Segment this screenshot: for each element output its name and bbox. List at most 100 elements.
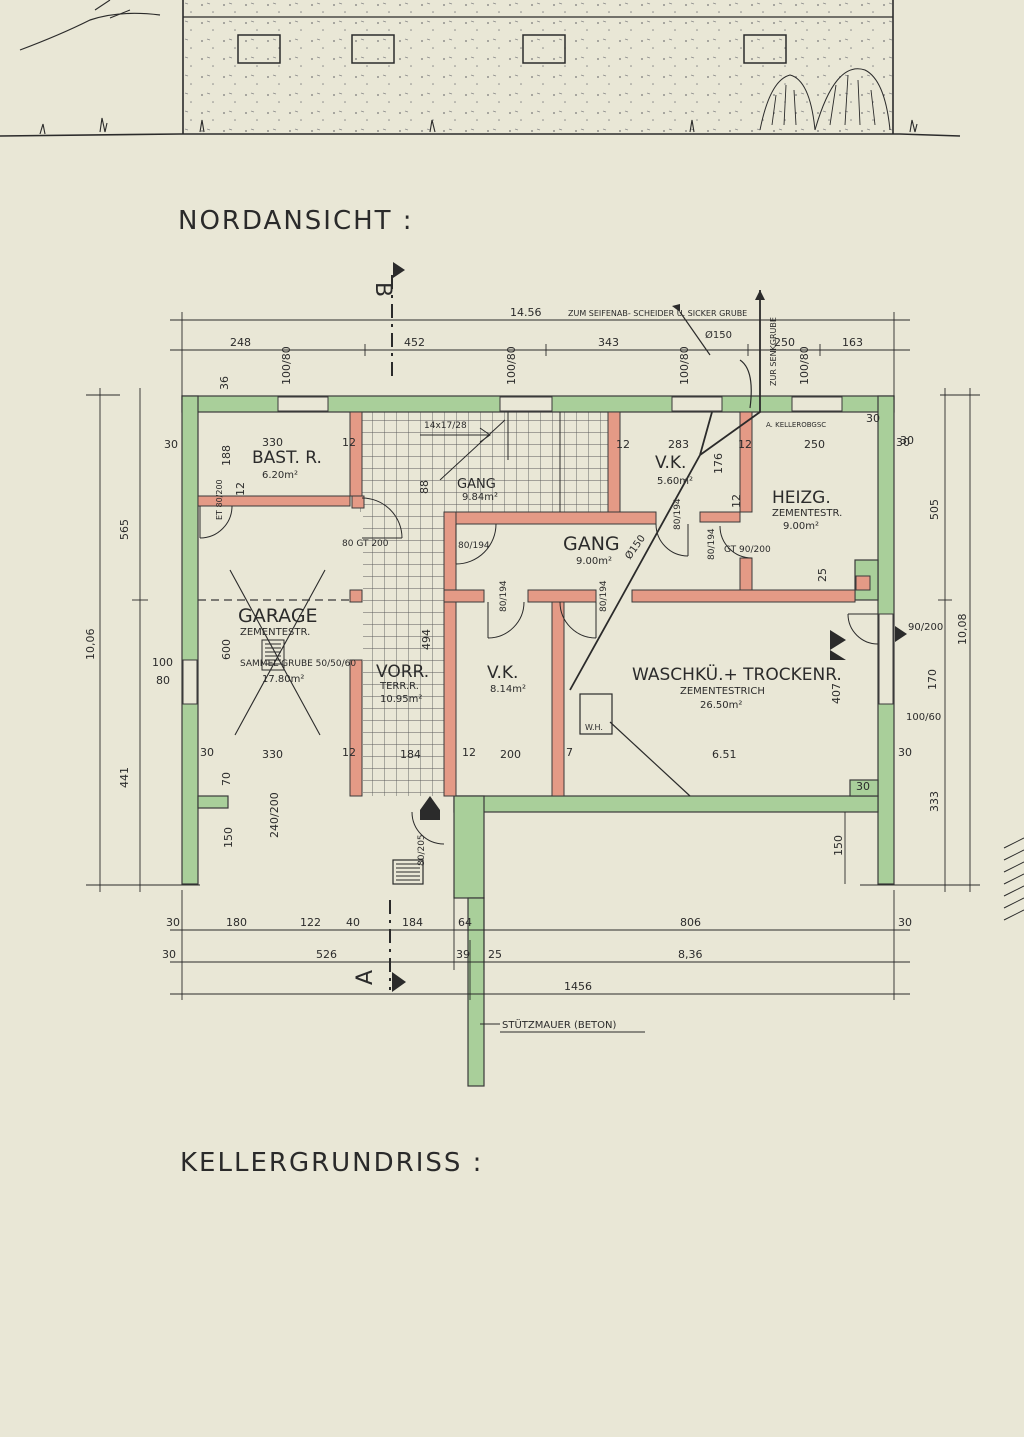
- dim: 70: [220, 772, 233, 786]
- dim: 565: [118, 519, 131, 540]
- dim: 333: [928, 791, 941, 812]
- dim: 39: [456, 948, 470, 961]
- dim: 180: [226, 916, 247, 929]
- dim: 12: [462, 746, 476, 759]
- garage-area: 17.80m²: [262, 674, 304, 685]
- basement-plan: [86, 262, 980, 1087]
- dim: 100/60: [906, 712, 941, 723]
- section-arrow-bottom: [392, 972, 406, 992]
- stair-lines: [420, 412, 561, 512]
- dim: 30: [164, 438, 178, 451]
- dim: 494: [420, 629, 433, 650]
- door-swings: [199, 497, 879, 845]
- section-line: [389, 275, 393, 990]
- north-elevation: [0, 0, 961, 137]
- kellerobgsc-note: A. KELLEROBGSC: [766, 421, 826, 429]
- dim: 14.56: [510, 306, 542, 319]
- dim: 505: [928, 499, 941, 520]
- elevation-title: NORDANSICHT :: [178, 206, 414, 236]
- dim: 30: [166, 916, 180, 929]
- dim: 12: [738, 438, 752, 451]
- dim: 88: [418, 480, 431, 494]
- dim: 30: [200, 746, 214, 759]
- dim: 80/194: [458, 541, 490, 551]
- gang-stair-name: GANG: [457, 477, 496, 492]
- dim: 250: [804, 438, 825, 451]
- wasch-area: 26.50m²: [700, 700, 742, 711]
- dim: 30: [896, 436, 910, 449]
- heizg-floor: ZEMENTESTR.: [772, 508, 842, 519]
- dim: 40: [346, 916, 360, 929]
- wasch-name: WASCHKÜ.+ TROCKENR.: [632, 663, 842, 685]
- dim: 80/194: [599, 580, 609, 612]
- pipe-dia-a: Ø150: [705, 329, 732, 341]
- gang-name: GANG: [563, 533, 620, 555]
- dim: 80/205: [417, 834, 427, 866]
- dim: 526: [316, 948, 337, 961]
- dim: 184: [400, 748, 421, 761]
- elevation-window: [522, 34, 566, 64]
- drain-pipe: [569, 290, 761, 691]
- dim: 30: [866, 412, 880, 425]
- tiled-floor-vorraum: [363, 512, 445, 796]
- vorr-name: VORR.: [376, 662, 429, 682]
- section-b-label: B: [370, 282, 395, 297]
- tiled-floor-stair: [360, 412, 610, 512]
- dim: 30: [898, 746, 912, 759]
- dim: 80/194: [673, 498, 683, 530]
- dim: 12: [616, 438, 630, 451]
- heizg-area: 9.00m²: [783, 521, 819, 532]
- dim: 150: [222, 827, 235, 848]
- dimension-labels: 14.56 248 452 343 250 163 100/80 100/80 …: [84, 306, 969, 993]
- vent-grille: [392, 859, 424, 885]
- vk-top-name: V.K.: [655, 453, 686, 473]
- sammelgrube: [261, 639, 285, 671]
- dim: 80/194: [499, 580, 509, 612]
- retaining-wall-note: STÜTZMAUER (BETON): [502, 1018, 617, 1031]
- vk-mid-name: V.K.: [487, 663, 518, 683]
- dim: 176: [712, 453, 725, 474]
- dim: 100/80: [280, 346, 293, 385]
- elevation-window: [743, 34, 787, 64]
- dim: 200: [500, 748, 521, 761]
- dim: 330: [262, 748, 283, 761]
- dim: 80: [156, 674, 170, 687]
- gang-stair-area: 9.84m²: [462, 492, 498, 503]
- dim: 1456: [564, 980, 592, 993]
- dim: 25: [488, 948, 502, 961]
- dim: 12: [342, 746, 356, 759]
- dim: 10,08: [956, 614, 969, 646]
- vk-top-area: 5.60m²: [657, 476, 693, 487]
- dim: 90/200: [908, 622, 943, 633]
- bast-room-area: 6.20m²: [262, 470, 298, 481]
- dim: 600: [220, 639, 233, 660]
- section-a-label: A: [353, 970, 378, 985]
- water-heater-box: [579, 693, 613, 735]
- stairs-note: 14x17/28: [424, 421, 467, 431]
- dim: 330: [262, 436, 283, 449]
- dim: 25: [816, 568, 829, 582]
- dim: ET 80/200: [215, 479, 224, 520]
- dim: 806: [680, 916, 701, 929]
- dimension-lines: [86, 312, 980, 1033]
- dim: 170: [926, 669, 939, 690]
- dim: 407: [830, 683, 843, 704]
- heizg-name: HEIZG.: [772, 488, 831, 508]
- septic-note: ZUR SENKGRUBE: [769, 317, 778, 386]
- room-labels: B A BAST. R. 6.20m² GANG 9.84m² V.K. 5.6…: [238, 282, 842, 985]
- dim: 30: [898, 916, 912, 929]
- edge-hatch: [1003, 837, 1024, 921]
- dim: 100/80: [798, 346, 811, 385]
- dim: 100/80: [678, 346, 691, 385]
- water-heater-label: W.H.: [585, 723, 603, 732]
- dim: 12: [234, 482, 247, 496]
- wasch-floor: ZEMENTESTRICH: [680, 686, 765, 697]
- chimney: [855, 575, 871, 591]
- dim: 30: [856, 780, 870, 793]
- plan-title: KELLERGRUNDRISS :: [180, 1148, 484, 1178]
- dim: 80/194: [707, 528, 717, 560]
- vk-mid-area: 8.14m²: [490, 684, 526, 695]
- dim: 12: [730, 494, 743, 508]
